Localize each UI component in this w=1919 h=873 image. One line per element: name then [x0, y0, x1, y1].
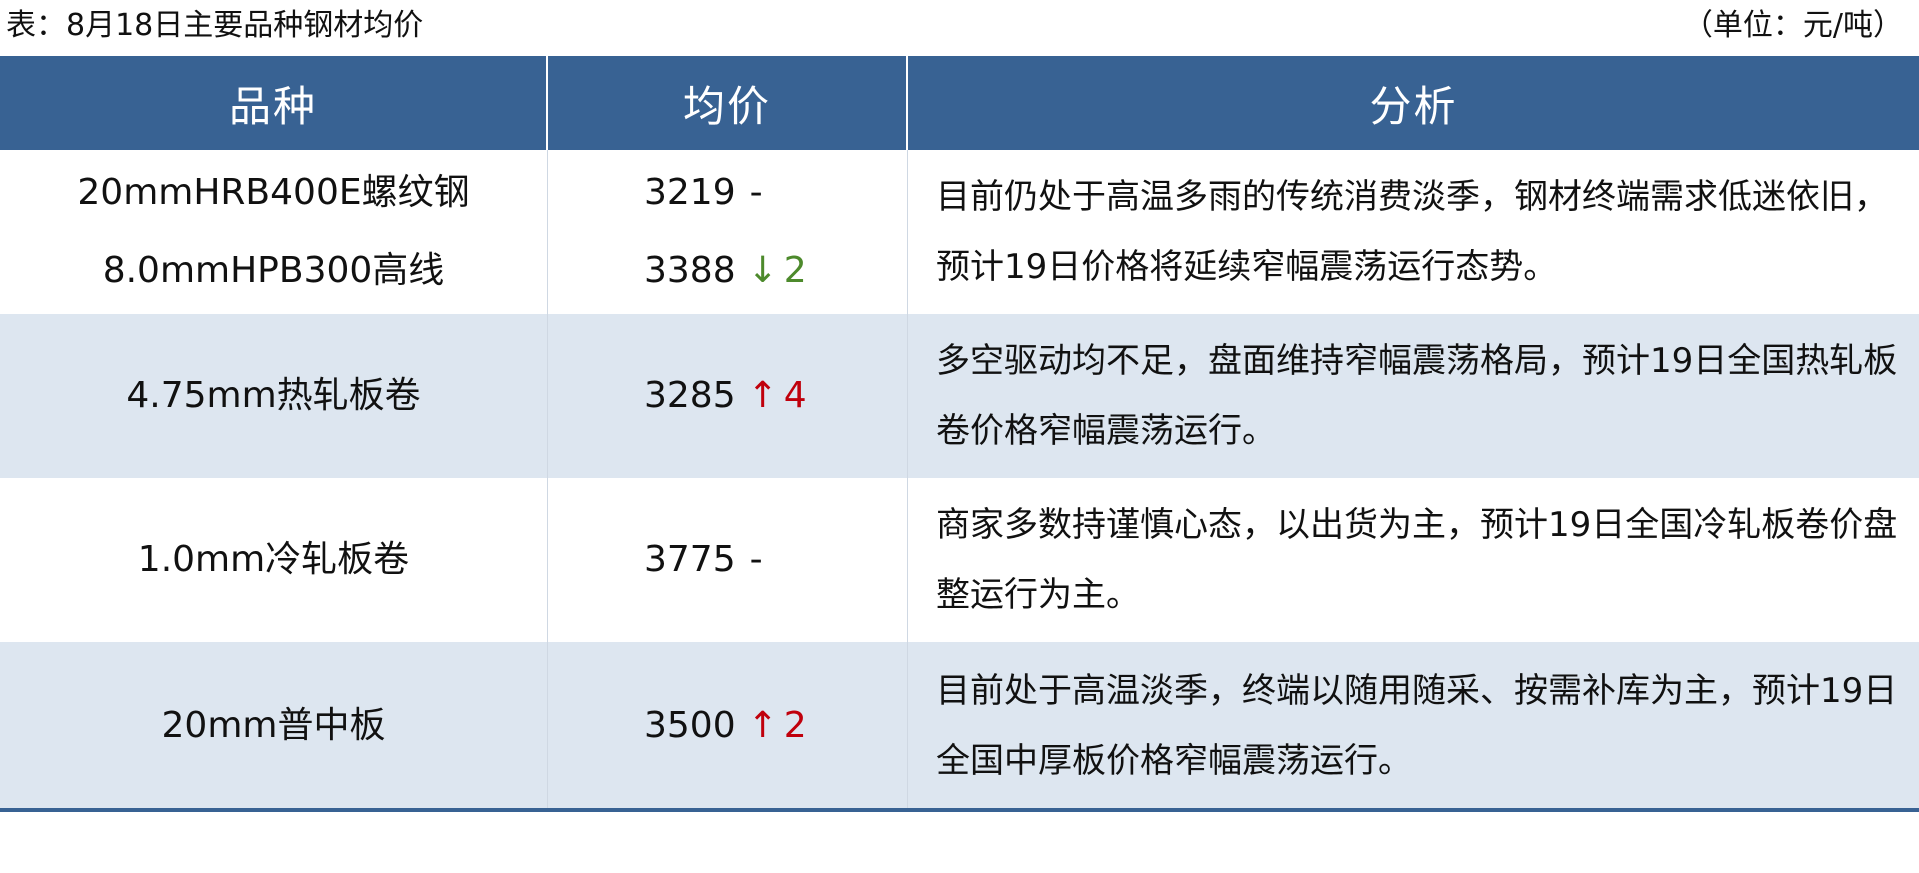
variety-cell: 1.0mm冷轧板卷 [0, 478, 548, 642]
price-cell: 3285 ↑ 4 [548, 314, 908, 478]
variety-name: 4.75mm热轧板卷 [126, 375, 421, 416]
price-value: 3285 [644, 375, 736, 416]
table-row: 20mmHRB400E螺纹钢 8.0mmHPB300高线 3219 - 3388… [0, 150, 1919, 314]
analysis-cell: 目前处于高温淡季，终端以随用随采、按需补库为主，预计19日全国中厚板价格窄幅震荡… [908, 642, 1919, 809]
table-header: 品种 均价 分析 [0, 56, 1919, 150]
variety-cell: 20mm普中板 [0, 642, 548, 809]
analysis-cell: 目前仍处于高温多雨的传统消费淡季，钢材终端需求低迷依旧，预计19日价格将延续窄幅… [908, 150, 1919, 314]
variety-cell: 20mmHRB400E螺纹钢 8.0mmHPB300高线 [0, 150, 548, 314]
variety-name: 8.0mmHPB300高线 [102, 250, 445, 291]
variety-name: 20mm普中板 [161, 704, 386, 746]
table-row: 4.75mm热轧板卷 3285 ↑ 4 多空驱动均不足，盘面维持窄幅震荡格局，预… [0, 314, 1919, 478]
price-line: 3388 ↓ 2 [644, 232, 907, 310]
variety-name: 1.0mm冷轧板卷 [137, 539, 410, 580]
price-value: 3775 [644, 539, 736, 580]
price-line: 3219 - [644, 154, 907, 232]
price-value: 3500 [644, 704, 736, 746]
table-row: 20mm普中板 3500 ↑ 2 目前处于高温淡季，终端以随用随采、按需补库为主… [0, 642, 1919, 809]
price-cell: 3219 - 3388 ↓ 2 [548, 150, 908, 314]
analysis-text: 目前处于高温淡季，终端以随用随采、按需补库为主，预计19日全国中厚板价格窄幅震荡… [936, 670, 1898, 781]
variety-name: 20mmHRB400E螺纹钢 [77, 172, 470, 213]
no-change-mark: - [749, 172, 763, 213]
unit-label: （单位：元/吨） [1682, 8, 1903, 43]
table-title: 表：8月18日主要品种钢材均价 [6, 8, 424, 43]
price-value: 3388 [644, 250, 736, 291]
analysis-cell: 多空驱动均不足，盘面维持窄幅震荡格局，预计19日全国热轧板卷价格窄幅震荡运行。 [908, 314, 1919, 478]
price-change: 2 [783, 250, 807, 291]
arrow-up-icon: ↑ [747, 704, 778, 746]
no-change-mark: - [749, 539, 763, 580]
price-value: 3219 [644, 172, 736, 213]
price-cell: 3775 - [548, 478, 908, 642]
analysis-text: 商家多数持谨慎心态，以出货为主，预计19日全国冷轧板卷价盘整运行为主。 [936, 505, 1898, 615]
table-caption: 表：8月18日主要品种钢材均价 （单位：元/吨） [0, 0, 1919, 56]
header-avg-price: 均价 [548, 56, 908, 150]
header-variety: 品种 [0, 56, 548, 150]
table-bottom-rule [0, 808, 1919, 812]
price-change: 2 [783, 704, 807, 746]
price-change: 4 [783, 375, 807, 416]
arrow-down-icon: ↓ [747, 250, 778, 291]
price-line: 3500 ↑ 2 [644, 687, 907, 765]
table-row: 1.0mm冷轧板卷 3775 - 商家多数持谨慎心态，以出货为主，预计19日全国… [0, 478, 1919, 642]
price-line: 3285 ↑ 4 [644, 357, 907, 435]
variety-cell: 4.75mm热轧板卷 [0, 314, 548, 478]
price-line: 3775 - [644, 521, 907, 599]
analysis-text: 多空驱动均不足，盘面维持窄幅震荡格局，预计19日全国热轧板卷价格窄幅震荡运行。 [936, 341, 1898, 451]
arrow-up-icon: ↑ [747, 375, 778, 416]
header-analysis: 分析 [1369, 81, 1458, 131]
price-cell: 3500 ↑ 2 [548, 642, 908, 809]
analysis-cell: 商家多数持谨慎心态，以出货为主，预计19日全国冷轧板卷价盘整运行为主。 [908, 478, 1919, 642]
analysis-text: 目前仍处于高温多雨的传统消费淡季，钢材终端需求低迷依旧，预计19日价格将延续窄幅… [936, 177, 1888, 287]
steel-price-table: 品种 均价 分析 20mmHRB400E螺纹钢 8.0mmHPB300高线 32… [0, 56, 1919, 809]
